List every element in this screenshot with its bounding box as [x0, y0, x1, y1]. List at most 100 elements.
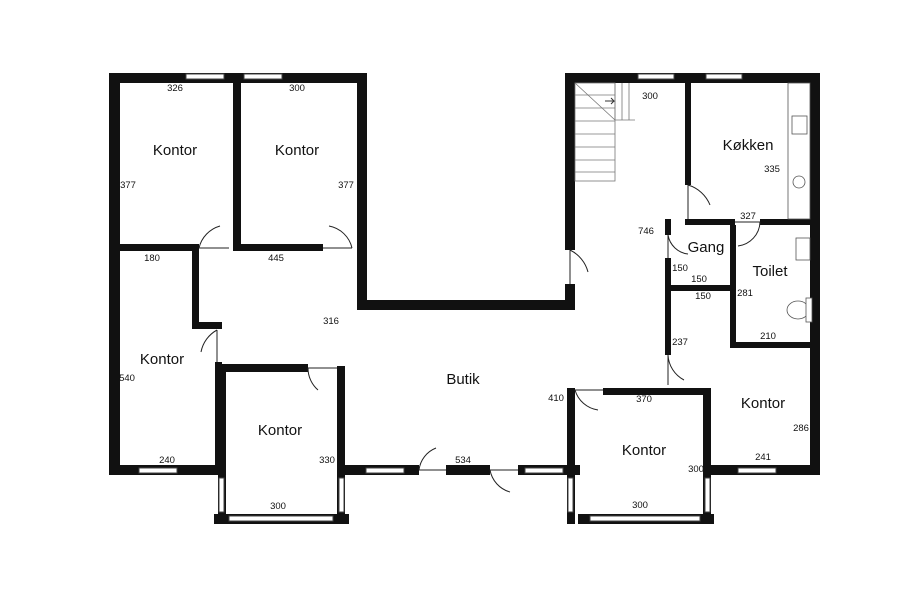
door-k2	[323, 225, 353, 249]
dim-stair-top: 300	[642, 91, 658, 102]
stove-icon	[792, 175, 806, 189]
dim-k3-height: 540	[119, 373, 135, 384]
room-labels: Kontor Kontor Kontor Kontor Kontor Konto…	[140, 137, 788, 459]
wall-k2-bottom	[233, 244, 323, 251]
stair-diagonal	[574, 82, 616, 121]
dim-k4-bottom: 300	[270, 501, 286, 512]
dim-gang-150c: 150	[695, 291, 711, 302]
room-label-gang: Gang	[688, 239, 725, 256]
window-bay4-right	[338, 477, 345, 513]
dim-k4-height: 330	[319, 455, 335, 466]
room-label-kontor-1: Kontor	[153, 142, 197, 159]
dimension-labels: 326 300 377 377 180 445 316 540 240 300 …	[119, 83, 809, 512]
window-bay5-bottom	[589, 515, 701, 522]
wall-bay4-top	[218, 364, 308, 372]
wall-bay4-right	[337, 366, 345, 524]
window-bay4-left	[218, 477, 225, 513]
window-stair	[637, 73, 675, 80]
window-bay5-left	[567, 477, 574, 513]
wall-kokken-bottom	[685, 219, 735, 225]
room-label-butik: Butik	[446, 371, 480, 388]
sink-icon	[791, 115, 808, 135]
doors	[198, 184, 761, 493]
window-k6-bottom	[737, 467, 777, 474]
room-label-kontor-5: Kontor	[622, 442, 666, 459]
room-label-kontor-6: Kontor	[741, 395, 785, 412]
window-bottom-mid-1	[365, 467, 405, 474]
door-k6	[667, 354, 685, 385]
dim-k5-top: 370	[636, 394, 652, 405]
wall-right-wing-left	[565, 73, 575, 250]
wall-right-outer	[810, 73, 820, 475]
door-entrance-right	[489, 469, 518, 493]
dim-gang-150b: 150	[691, 274, 707, 285]
window-bottom-mid-3	[524, 467, 564, 474]
window-kokken	[705, 73, 743, 80]
kitchen-counter	[787, 82, 811, 220]
wall-top-right	[565, 73, 820, 83]
wall-k1-k2	[233, 73, 241, 248]
stair-outline	[574, 82, 616, 182]
door-k4	[307, 367, 337, 391]
dim-kokken-height: 335	[764, 164, 780, 175]
staircase	[574, 82, 635, 182]
room-label-kontor-2: Kontor	[275, 142, 319, 159]
wall-kokken-bottom-2	[760, 219, 815, 225]
wall-bay5-right	[703, 388, 711, 524]
dim-k5-410: 410	[548, 393, 564, 404]
window-k1	[185, 73, 225, 80]
wall-bay5-top	[603, 388, 711, 395]
room-label-kontor-3: Kontor	[140, 351, 184, 368]
wall-kokken-left	[685, 73, 691, 185]
dim-k1-width: 326	[167, 83, 183, 94]
dim-k3-bottom: 240	[159, 455, 175, 466]
wall-courtyard-bottom	[357, 300, 575, 310]
window-bay4-bottom	[228, 515, 334, 522]
window-k2	[243, 73, 283, 80]
dim-hall-746: 746	[638, 226, 654, 237]
dim-k5-bottom: 300	[632, 500, 648, 511]
door-toilet	[735, 221, 761, 247]
room-label-kokken: Køkken	[723, 137, 774, 154]
dim-gang-150a: 150	[672, 263, 688, 274]
stair-arrow-icon	[605, 97, 616, 105]
windows	[138, 73, 777, 522]
window-k3-bottom	[138, 467, 178, 474]
wall-toilet-left	[730, 225, 736, 347]
dim-k3-top: 180	[144, 253, 160, 264]
wall-k1-bottom	[109, 244, 199, 251]
dim-k6-bottom: 241	[755, 452, 771, 463]
wall-gang-bottom	[665, 285, 735, 291]
wall-k6-left	[665, 285, 671, 355]
dim-butik-316: 316	[323, 316, 339, 327]
wall-gang-left	[665, 219, 671, 235]
door-stair	[569, 249, 589, 284]
door-k3	[200, 329, 218, 362]
wall-bottom-mid-2	[446, 465, 490, 475]
dim-entrance-534: 534	[455, 455, 471, 466]
dim-k1-height: 377	[120, 180, 136, 191]
window-bay5-right	[704, 477, 711, 513]
door-gang	[667, 234, 689, 258]
wall-toilet-bottom	[730, 342, 815, 348]
dim-corridor-445: 445	[268, 253, 284, 264]
dim-k2-height: 377	[338, 180, 354, 191]
dim-k5-height: 300	[688, 464, 704, 475]
toilet-tank-icon	[805, 297, 813, 323]
dim-kokken-bottom: 327	[740, 211, 756, 222]
door-k1	[198, 225, 229, 249]
wall-k3-right-low	[215, 362, 222, 472]
wall-left-outer	[109, 73, 120, 475]
wall-left-wing-right	[357, 73, 367, 310]
door-k5	[574, 389, 603, 411]
fixtures	[786, 82, 813, 323]
dim-toilet-height: 281	[737, 288, 753, 299]
wall-k3-right-top	[192, 244, 199, 328]
door-kokken	[687, 184, 711, 219]
wall-right-wing-left-low	[565, 284, 575, 310]
wall-gang-left-low	[665, 258, 671, 290]
dim-k2-width: 300	[289, 83, 305, 94]
room-label-toilet: Toilet	[752, 263, 788, 280]
dim-wall-237: 237	[672, 337, 688, 348]
